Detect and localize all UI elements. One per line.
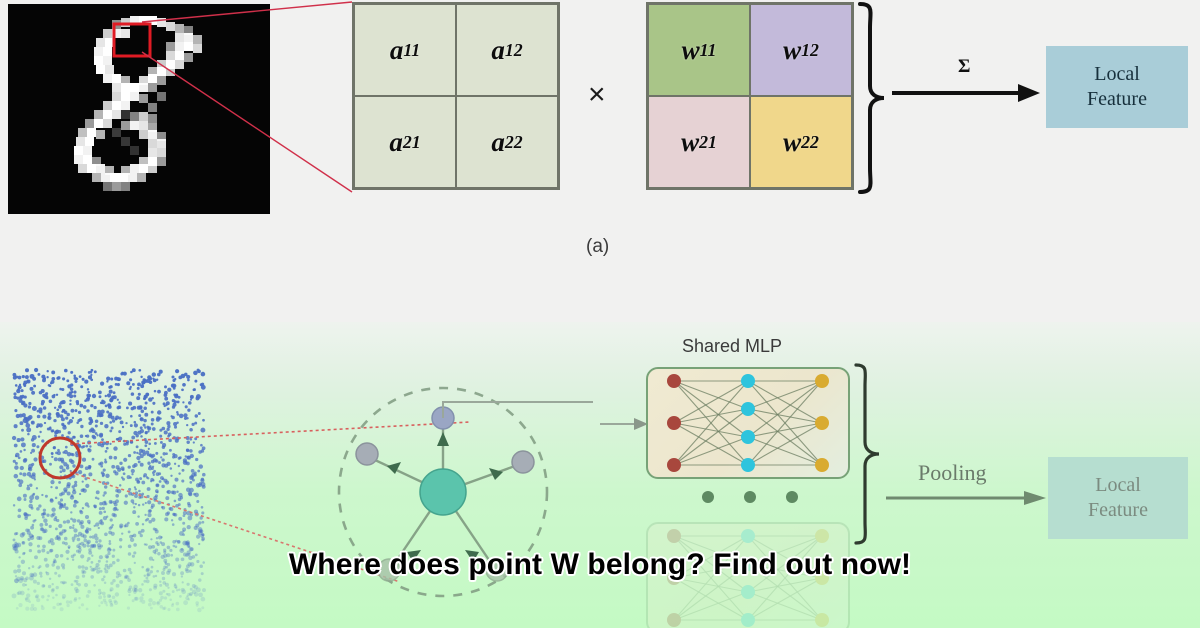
local-feature-line2: Feature — [1088, 499, 1148, 521]
shared-mlp-label: Shared MLP — [682, 336, 783, 356]
cell-sub: 12 — [504, 39, 523, 60]
cell-sub: 21 — [402, 131, 421, 152]
cell-base: a — [389, 34, 404, 65]
summation-symbol: Σ — [958, 56, 971, 77]
cell-sub: 11 — [403, 39, 421, 60]
local-feature-line2: Feature — [1087, 88, 1147, 110]
cell-base: w — [783, 34, 802, 65]
shared-mlp-box-faded — [646, 522, 850, 628]
sum-arrow — [892, 84, 1040, 102]
pooling-arrow — [886, 491, 1046, 505]
zoom-connector-lines-bottom — [38, 421, 471, 583]
cell-sub: 22 — [801, 131, 819, 152]
panel-b-pointcloud-diagram: Shared MLP Pooling Local Featur — [0, 322, 1200, 628]
cell-base: w — [681, 34, 700, 65]
local-feature-box-bottom: Local Feature — [1048, 457, 1188, 539]
cell-base: w — [783, 126, 802, 157]
cell-base: a — [491, 34, 505, 65]
pooling-label: Pooling — [918, 460, 987, 485]
local-feature-line1: Local — [1095, 474, 1141, 496]
overlay-caption: Where does point W belong? Find out now! — [288, 548, 912, 581]
cell-sub: 22 — [504, 131, 523, 152]
cell-base: a — [389, 126, 403, 157]
zoom-connector-lines-top — [141, 1, 353, 193]
local-feature-box-top: Local Feature — [1046, 46, 1188, 128]
panel-a-caption: (a) — [586, 236, 610, 257]
mlp-repeat-ellipsis — [700, 490, 800, 504]
shared-mlp-box — [646, 367, 850, 479]
mlp-input-arrow — [600, 418, 648, 430]
cell-sub: 11 — [699, 39, 717, 60]
cell-base: w — [681, 126, 700, 157]
cell-sub: 12 — [801, 39, 819, 60]
local-feature-line1: Local — [1094, 63, 1140, 85]
cell-sub: 21 — [699, 131, 717, 152]
multiplication-operator: × — [588, 78, 606, 111]
grouping-brace-top — [858, 2, 885, 194]
neighborhood-graph — [325, 382, 595, 628]
grouping-brace-bottom — [854, 363, 880, 545]
cell-base: a — [491, 126, 505, 157]
